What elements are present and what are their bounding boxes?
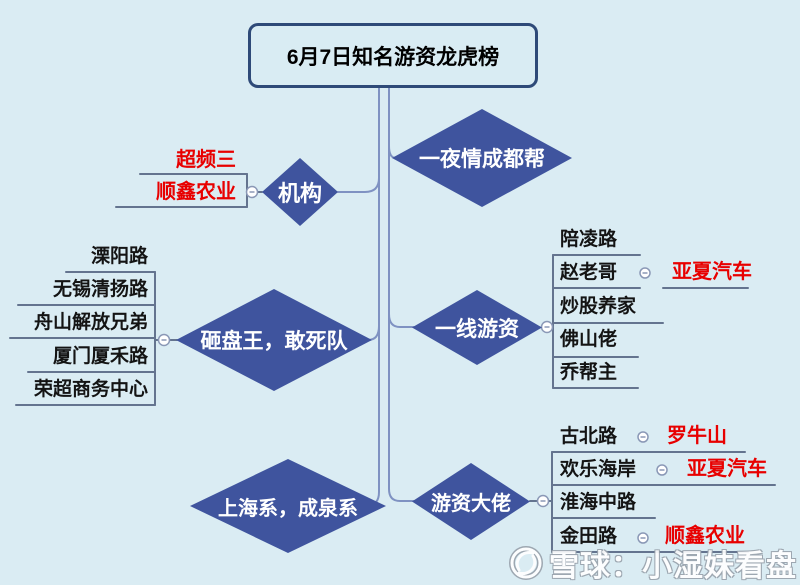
member-node-zhoushanjiefangxiongdi[interactable]: 舟山解放兄弟: [33, 312, 148, 333]
collapse-toggle[interactable]: [656, 464, 668, 476]
member-node-xiamenxiahelu[interactable]: 厦门厦禾路: [52, 346, 148, 367]
xueqiu-logo-icon: [509, 546, 543, 580]
member-node-chaoguyangjia[interactable]: 炒股养家: [560, 296, 637, 317]
member-node-jintianlu[interactable]: 金田路: [560, 526, 618, 547]
root-title-node[interactable]: 6月7日知名游资龙虎榜: [248, 23, 538, 88]
stock-node-shunxinnongye-2[interactable]: 顺鑫农业: [665, 525, 745, 547]
stock-node-yaxiaqiche-1[interactable]: 亚夏汽车: [672, 261, 752, 283]
collapse-toggle[interactable]: [637, 431, 649, 443]
member-node-huanlehaian[interactable]: 欢乐海岸: [560, 459, 637, 480]
member-node-rongchaoshangwuzhongxin[interactable]: 荣超商务中心: [33, 379, 148, 400]
member-node-peilinglu[interactable]: 陪凌路: [560, 229, 618, 250]
stock-node-yaxiaqiche-2[interactable]: 亚夏汽车: [687, 458, 767, 480]
member-node-qiaobangzhu[interactable]: 乔帮主: [560, 362, 618, 383]
collapse-toggle[interactable]: [157, 333, 171, 347]
member-bracket-lines: [9, 173, 776, 553]
member-node-foshanlao[interactable]: 佛山佬: [560, 329, 618, 350]
member-node-zhaolaoge[interactable]: 赵老哥: [560, 262, 618, 283]
collapse-toggle[interactable]: [637, 532, 649, 544]
collapse-toggle[interactable]: [245, 185, 259, 199]
watermark-text: 雪球：小湿妹看盘: [549, 550, 797, 583]
trunk-lines: [337, 83, 416, 506]
member-node-shunxinnongye[interactable]: 顺鑫农业: [156, 181, 236, 203]
member-node-gubeilu[interactable]: 古北路: [560, 426, 618, 447]
collapse-toggle[interactable]: [540, 320, 554, 334]
member-node-wuxiqingyanglu[interactable]: 无锡清扬路: [52, 279, 148, 300]
collapse-toggle[interactable]: [536, 494, 550, 508]
collapse-toggle[interactable]: [639, 267, 651, 279]
member-node-huaihaizhonglu[interactable]: 淮海中路: [560, 492, 637, 513]
member-node-liyanglu[interactable]: 溧阳路: [90, 246, 148, 267]
member-node-chaopinsan[interactable]: 超频三: [176, 149, 236, 171]
watermark: 雪球：小湿妹看盘: [506, 541, 797, 585]
stock-node-luoniushan[interactable]: 罗牛山: [667, 425, 727, 447]
